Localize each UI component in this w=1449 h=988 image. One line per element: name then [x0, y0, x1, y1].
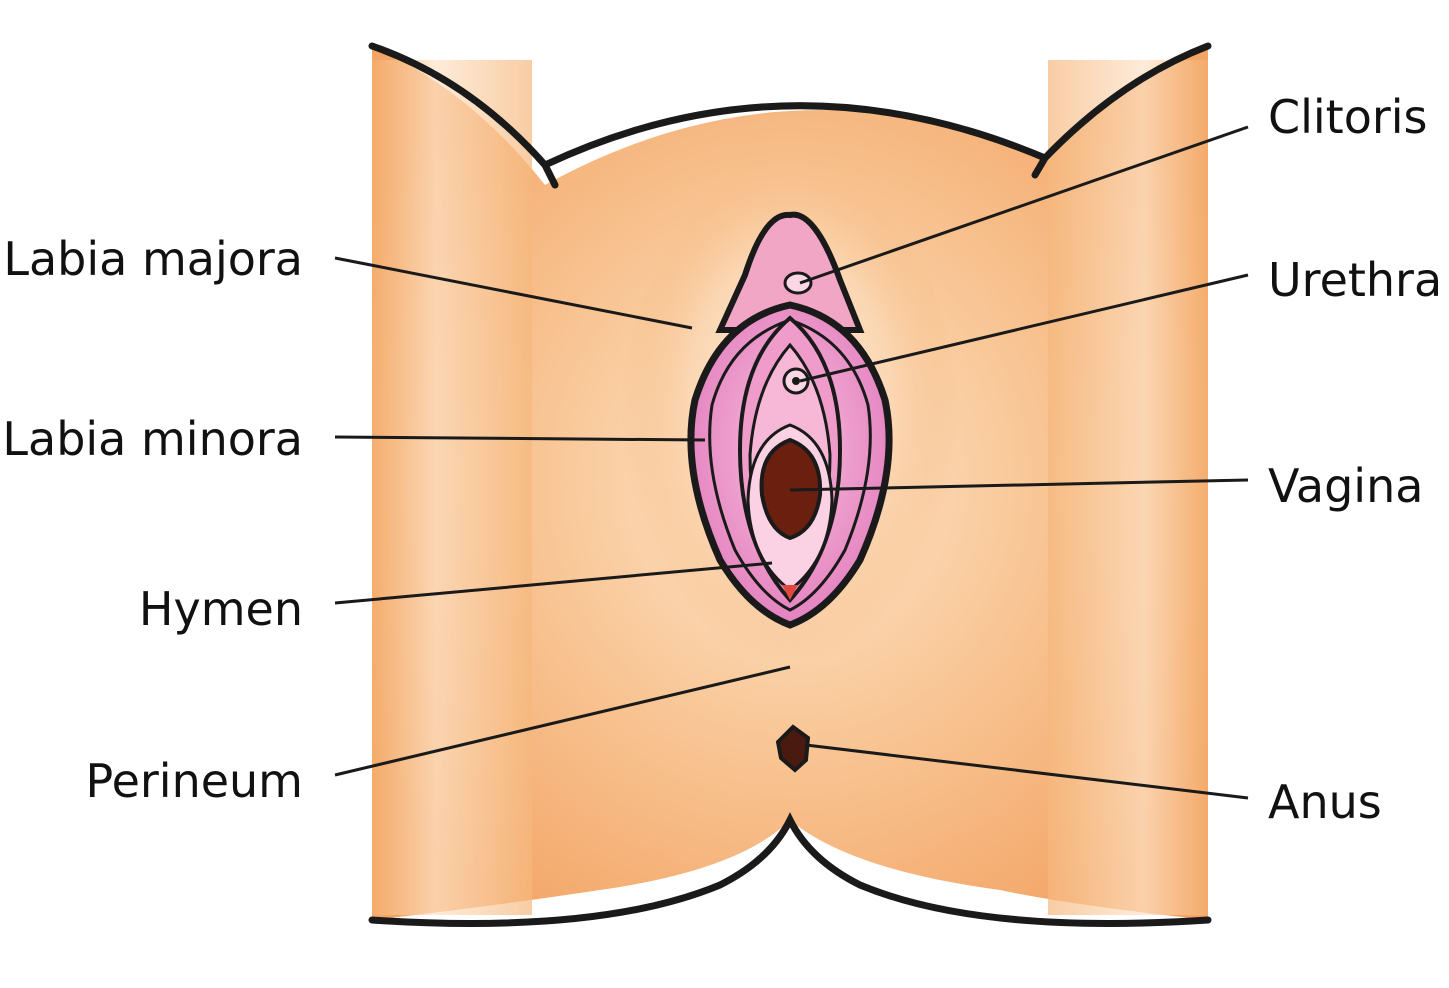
leader-labia-minora — [334, 435, 706, 442]
leader-perineum — [334, 665, 791, 777]
vulva-illustration — [687, 211, 893, 629]
leader-clitoris — [799, 125, 1249, 285]
label-perineum: Perineum — [85, 754, 303, 808]
leader-vagina — [789, 478, 1249, 492]
label-vagina: Vagina — [1268, 459, 1423, 513]
label-urethra: Urethra — [1268, 253, 1442, 307]
label-labia-majora: Labia majora — [3, 232, 303, 286]
leader-urethra — [799, 273, 1249, 383]
leader-lines — [334, 125, 1249, 800]
label-clitoris: Clitoris — [1268, 90, 1428, 144]
label-anus: Anus — [1268, 775, 1382, 829]
anus-shape — [775, 724, 811, 773]
leader-hymen — [334, 561, 773, 605]
leader-anus — [805, 743, 1249, 800]
label-hymen: Hymen — [139, 582, 303, 636]
label-labia-minora: Labia minora — [2, 412, 303, 466]
leader-labia-majora — [334, 256, 693, 330]
